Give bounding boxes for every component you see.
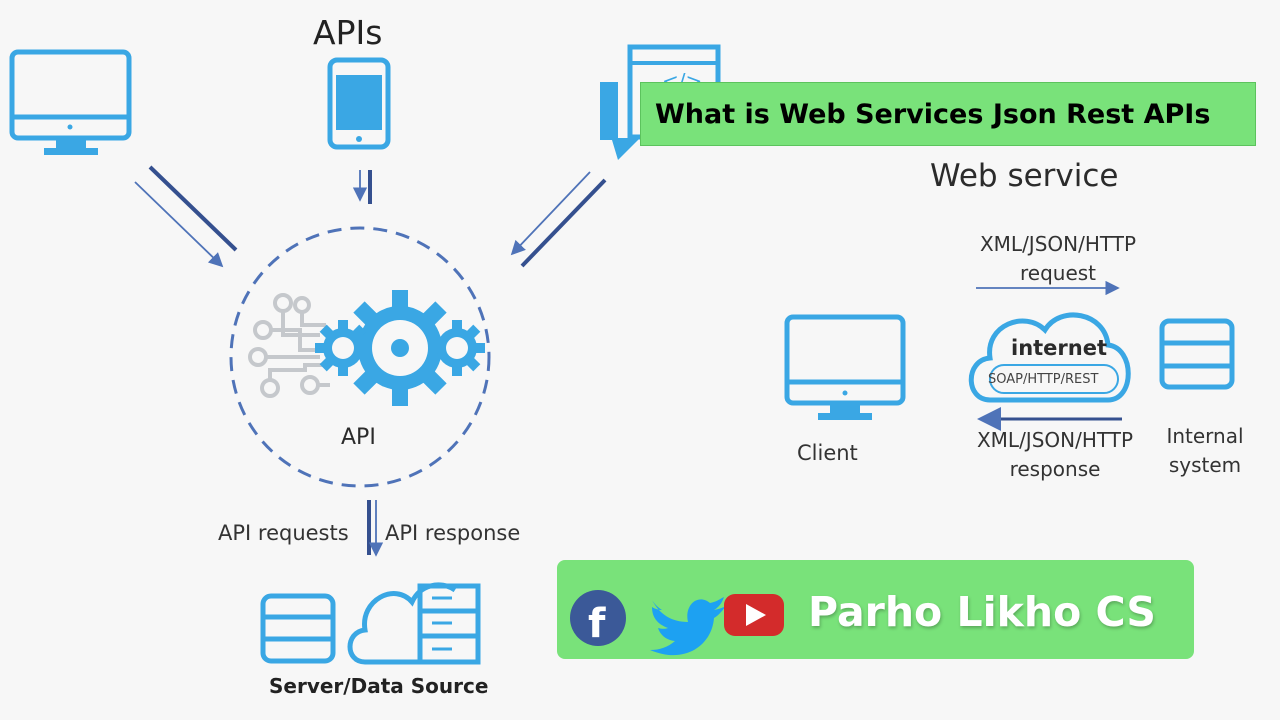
internet-label: internet [1011, 336, 1108, 360]
web-service-title: Web service [930, 158, 1119, 194]
facebook-icon[interactable]: f [570, 590, 626, 647]
client-monitor-icon [784, 314, 906, 420]
phone-icon [327, 57, 391, 150]
protocols-label: SOAP/HTTP/REST [988, 372, 1099, 387]
phone-api-arrows [352, 170, 372, 204]
api-requests-label: API requests [218, 521, 349, 545]
api-dashed-circle [229, 226, 491, 488]
request-label: XML/JSON/HTTP request [958, 230, 1158, 288]
gears-icon [315, 290, 485, 406]
internal-system-line1: Internal [1166, 424, 1244, 448]
server-data-source-label: Server/Data Source [269, 674, 489, 698]
internal-system-line2: system [1168, 453, 1242, 477]
svg-text:f: f [588, 601, 606, 647]
channel-box [557, 560, 1194, 659]
apis-title: APIs [313, 13, 383, 52]
api-server-arrows [367, 500, 384, 557]
monitor-api-arrows [134, 165, 238, 268]
api-label: API [341, 425, 376, 450]
channel-name: Parho Likho CS [808, 588, 1156, 636]
twitter-icon[interactable] [650, 597, 726, 656]
client-label: Client [797, 441, 858, 465]
request-label-line1: XML/JSON/HTTP [979, 232, 1137, 256]
webapp-api-arrows [510, 171, 607, 268]
request-label-line2: request [1019, 261, 1097, 285]
youtube-icon[interactable] [724, 594, 784, 636]
database-icon [260, 593, 336, 664]
desktop-monitor-icon [9, 49, 132, 155]
title-banner-text: What is Web Services Json Rest APIs [655, 98, 1211, 130]
cloud-server-icon [347, 582, 481, 665]
response-label: XML/JSON/HTTP response [955, 426, 1155, 484]
internal-system-database-icon [1159, 318, 1235, 390]
internet-cloud-icon [968, 312, 1131, 403]
response-label-line1: XML/JSON/HTTP [976, 428, 1134, 452]
circuit-icon [248, 293, 330, 398]
response-label-line2: response [1009, 457, 1101, 481]
api-response-label: API response [385, 521, 521, 545]
internal-system-label: Internal system [1150, 422, 1260, 480]
title-banner: What is Web Services Json Rest APIs [640, 82, 1256, 146]
